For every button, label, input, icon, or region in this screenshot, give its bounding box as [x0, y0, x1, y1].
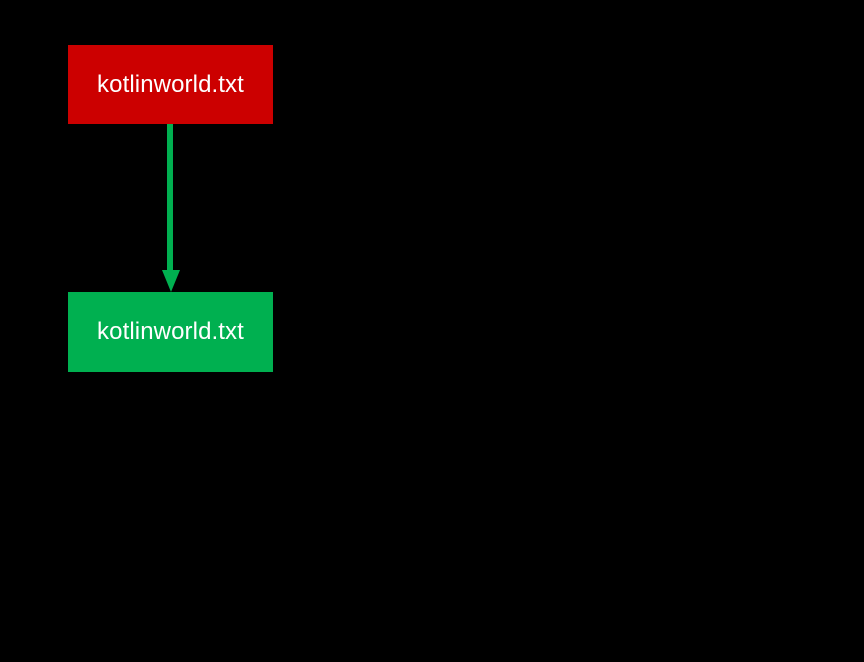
node-source-file[interactable]: kotlinworld.txt	[68, 45, 273, 124]
edge-arrowhead-icon	[162, 270, 180, 292]
node-target-file[interactable]: kotlinworld.txt	[68, 292, 273, 372]
node-target-label: kotlinworld.txt	[97, 318, 244, 345]
node-source-label: kotlinworld.txt	[97, 70, 244, 98]
